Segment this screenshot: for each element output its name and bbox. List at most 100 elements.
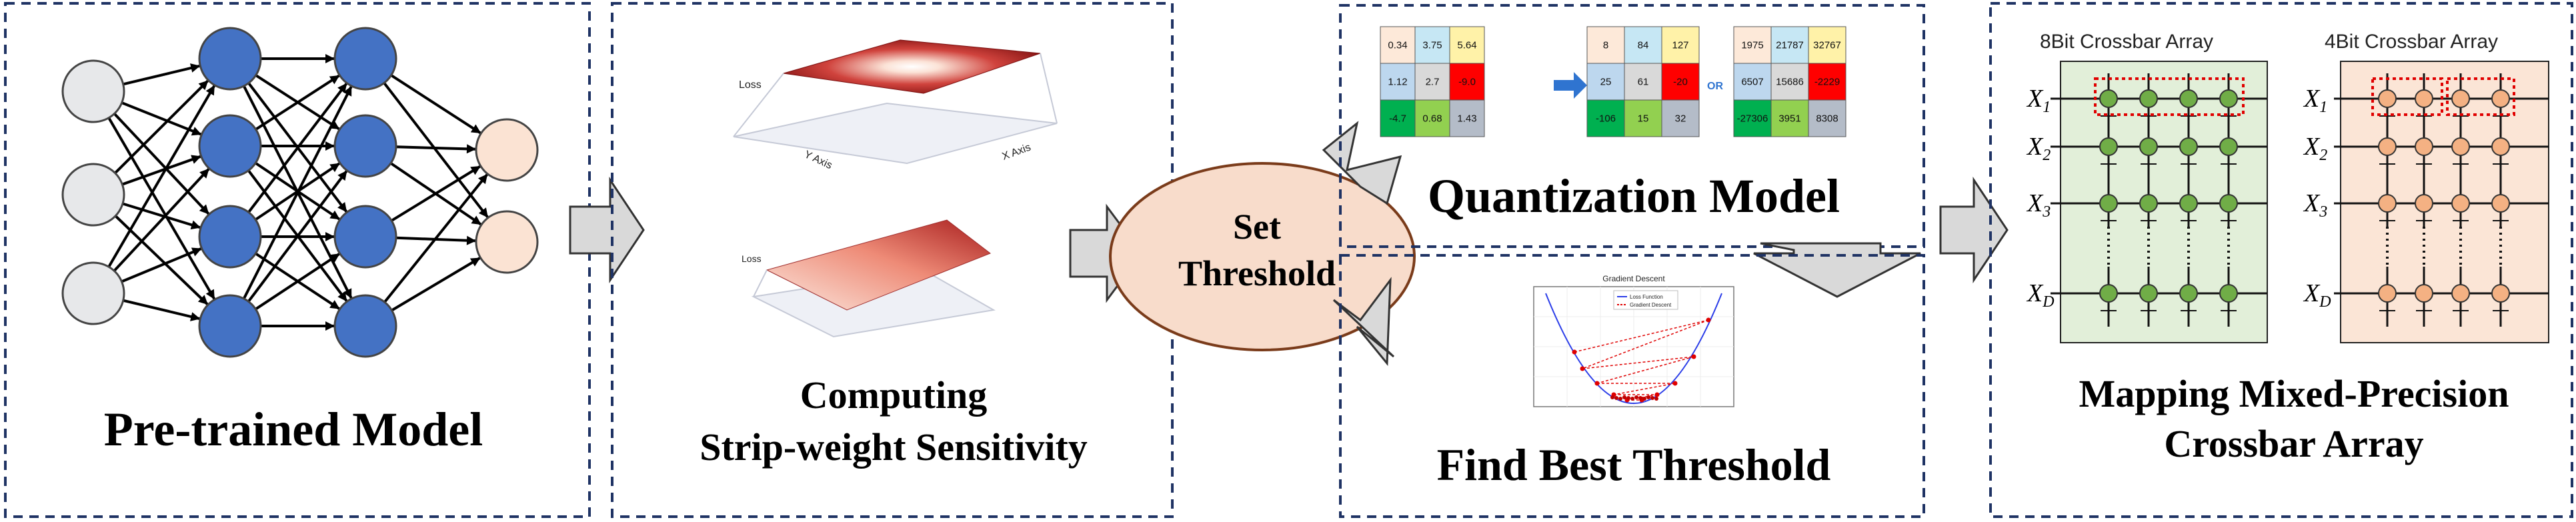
nn-edge xyxy=(114,79,209,174)
matrix-cell xyxy=(1770,99,1809,137)
matrix-cell xyxy=(1808,99,1846,137)
nn-edge-arrowhead xyxy=(197,295,208,305)
nn-edge xyxy=(113,167,211,272)
matrix-cell xyxy=(1586,63,1625,101)
crossbar-cell xyxy=(2179,137,2198,156)
quantize-arrow-blue xyxy=(1554,72,1587,99)
crossbar-cell xyxy=(2219,89,2238,108)
plot-top-edge-left xyxy=(733,73,784,137)
nn-edge xyxy=(247,169,348,303)
nn-edge-arrowhead xyxy=(337,170,347,181)
gd-steps xyxy=(1572,317,1711,403)
crossbar-cell xyxy=(2378,194,2397,213)
crossbar-cell xyxy=(2139,284,2158,303)
nn-edge-arrowhead xyxy=(477,173,488,185)
crossbar-cell xyxy=(2491,194,2510,213)
gd-legend-loss: Loss Function xyxy=(1630,294,1663,300)
sensitivity-panel: Loss Y Axis X Axis Loss Computing Strip-… xyxy=(611,2,1174,518)
crossbar-cell xyxy=(2179,89,2198,108)
matrix-cell-value: -27306 xyxy=(1737,113,1768,125)
matrix-cell xyxy=(1414,99,1450,137)
crossbar-row-label: X1 xyxy=(2303,85,2327,116)
matrix-cell xyxy=(1733,63,1772,101)
nn-edge-arrowhead xyxy=(191,247,202,257)
nn-neurons xyxy=(61,27,539,358)
matrix-cell-value: 3951 xyxy=(1778,113,1800,125)
crossbar-cell xyxy=(2179,194,2198,213)
plot-bottom-edge xyxy=(753,269,768,297)
nn-edge-arrowhead xyxy=(205,85,215,96)
nn-neuron xyxy=(198,27,262,91)
matrix-cell xyxy=(1661,63,1700,101)
crossbar-cell xyxy=(2415,284,2433,303)
gd-step-point xyxy=(1654,392,1660,397)
matrix-cell-value: 8308 xyxy=(1816,113,1838,125)
nn-edge-arrowhead xyxy=(470,124,481,134)
gd-cluster-point xyxy=(1654,397,1658,401)
matrix-cell xyxy=(1586,26,1625,64)
group-8bit-highlight xyxy=(2094,77,2245,116)
group-4bit-highlight-b xyxy=(2446,77,2515,116)
matrix-cell xyxy=(1661,26,1700,64)
gd-step-point xyxy=(1691,354,1696,359)
nn-edge xyxy=(121,247,203,283)
arrow-bestthreshold-to-threshold xyxy=(1332,277,1395,367)
array4-background xyxy=(2340,61,2549,343)
matrix-cell xyxy=(1380,63,1416,101)
pretrained-title: Pre-trained Model xyxy=(104,403,483,456)
mapping-panel-border xyxy=(1989,2,2573,518)
nn-edge-arrowhead xyxy=(191,127,202,136)
matrix-cell xyxy=(1449,99,1485,137)
crossbar-cell xyxy=(2099,194,2118,213)
crossbar-row-label: XD xyxy=(2026,279,2055,311)
nn-edge-arrowhead xyxy=(470,166,481,175)
nn-edge xyxy=(123,64,201,86)
nn-edge xyxy=(395,145,477,151)
matrix-cell-value: 25 xyxy=(1600,77,1612,88)
matrix-cell-value: 32 xyxy=(1675,113,1686,125)
crossbar-cell xyxy=(2491,137,2510,156)
nn-edge xyxy=(121,155,202,186)
crossbar-cell xyxy=(2219,137,2238,156)
matrix-cell-value: -106 xyxy=(1596,113,1616,125)
crossbar-cell xyxy=(2139,137,2158,156)
nn-edge-arrowhead xyxy=(329,253,340,263)
nn-neuron xyxy=(198,205,262,269)
matrix-cell-value: 6507 xyxy=(1741,77,1763,88)
nn-edge-arrowhead xyxy=(343,86,352,97)
arrow-threshold-to-quantization xyxy=(1322,121,1402,205)
nn-edge-arrowhead xyxy=(198,80,209,91)
sensitivity-title-line1: Computing xyxy=(800,373,987,417)
nn-edge xyxy=(391,165,481,222)
find-best-panel: Gradient Descent Loss Function Gradient … xyxy=(1339,254,1925,518)
gd-step-point xyxy=(1580,366,1585,371)
nn-edge-arrowhead xyxy=(205,289,215,300)
nn-edge-arrowhead xyxy=(466,144,477,154)
plot-top-z-label: Loss xyxy=(739,79,762,91)
nn-edge-arrowhead xyxy=(199,168,209,179)
matrix-cell-value: 1975 xyxy=(1741,40,1763,51)
nn-edge-arrowhead xyxy=(471,215,481,225)
gd-step-line xyxy=(1613,383,1676,395)
matrix-cell-value: -9.0 xyxy=(1458,77,1476,88)
matrix-cell xyxy=(1449,26,1485,64)
gd-legend: Loss Function Gradient Descent xyxy=(1613,290,1678,310)
crossbar-cell xyxy=(2378,89,2397,108)
crossbar-cell xyxy=(2451,284,2470,303)
nn-edge xyxy=(383,173,489,303)
gd-loss-curve xyxy=(1545,293,1722,404)
nn-edge-arrowhead xyxy=(191,155,201,164)
nn-neuron xyxy=(333,114,397,178)
nn-edge xyxy=(107,117,216,301)
group-4bit-highlight-a xyxy=(2371,77,2443,116)
matrix-cell-value: 15686 xyxy=(1776,77,1804,88)
nn-edge-arrowhead xyxy=(329,210,340,220)
matrix-cell-value: -4.7 xyxy=(1389,113,1406,125)
matrix-cell xyxy=(1661,99,1700,137)
matrix-cell xyxy=(1449,63,1485,101)
nn-edge-arrowhead xyxy=(337,291,347,302)
nn-edge-arrowhead xyxy=(329,163,340,173)
